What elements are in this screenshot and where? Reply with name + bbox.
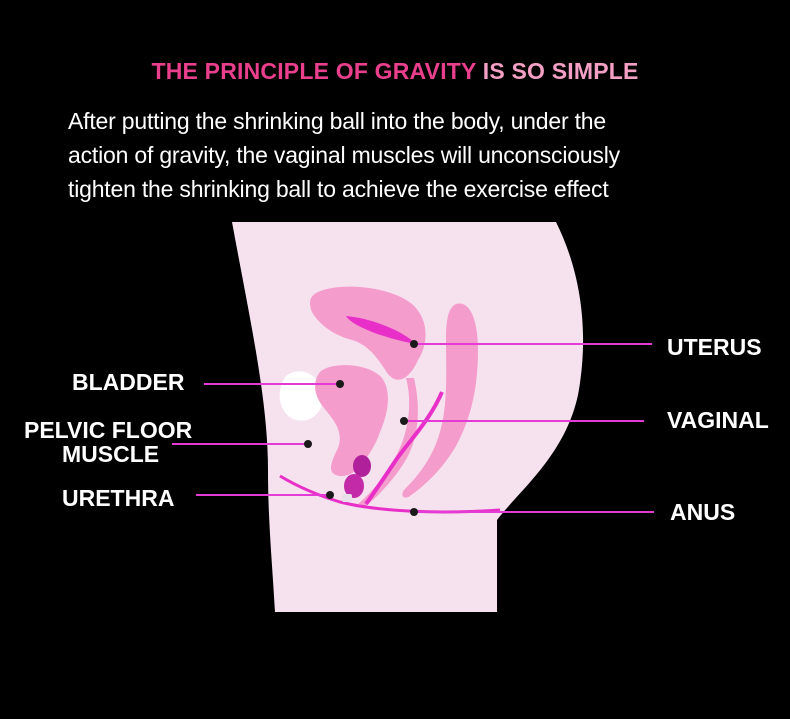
label-uterus: UTERUS: [667, 334, 762, 360]
label-bladder: BLADDER: [72, 369, 185, 395]
shrinking-ball-bottom: [344, 474, 364, 498]
headline-part-1: THE PRINCIPLE OF GRAVITY: [151, 58, 477, 84]
description-line-1: After putting the shrinking ball into th…: [68, 108, 606, 134]
label-pelvic-floor: PELVIC FLOOR: [24, 417, 193, 443]
uterus-inner: [346, 316, 416, 344]
label-urethra: URETHRA: [62, 485, 175, 511]
rectum-shape: [402, 303, 478, 498]
shrinking-ball-cap: [342, 494, 352, 502]
bladder-dot: [336, 380, 344, 388]
headline: THE PRINCIPLE OF GRAVITY IS SO SIMPLE: [0, 58, 790, 85]
shrinking-ball-top: [353, 455, 371, 477]
label-pelvic-floor-muscle: MUSCLE: [62, 441, 160, 467]
description-line-2: action of gravity, the vaginal muscles w…: [68, 142, 620, 168]
label-vaginal: VAGINAL: [667, 407, 769, 433]
uterus-dot: [410, 340, 418, 348]
uterus-shape: [310, 286, 426, 380]
label-anus: ANUS: [670, 499, 736, 525]
anus-dot: [410, 508, 418, 516]
description-text: After putting the shrinking ball into th…: [68, 104, 758, 206]
body-silhouette: [232, 222, 584, 612]
pelvic-floor-dot: [304, 440, 312, 448]
bladder-shape: [315, 365, 388, 477]
vaginal-dot: [400, 417, 408, 425]
urethra-dot: [326, 491, 334, 499]
headline-part-2: IS SO SIMPLE: [476, 58, 639, 84]
description-line-3: tighten the shrinking ball to achieve th…: [68, 176, 609, 202]
vaginal-canal: [358, 378, 418, 506]
vaginal-line: [364, 391, 444, 506]
